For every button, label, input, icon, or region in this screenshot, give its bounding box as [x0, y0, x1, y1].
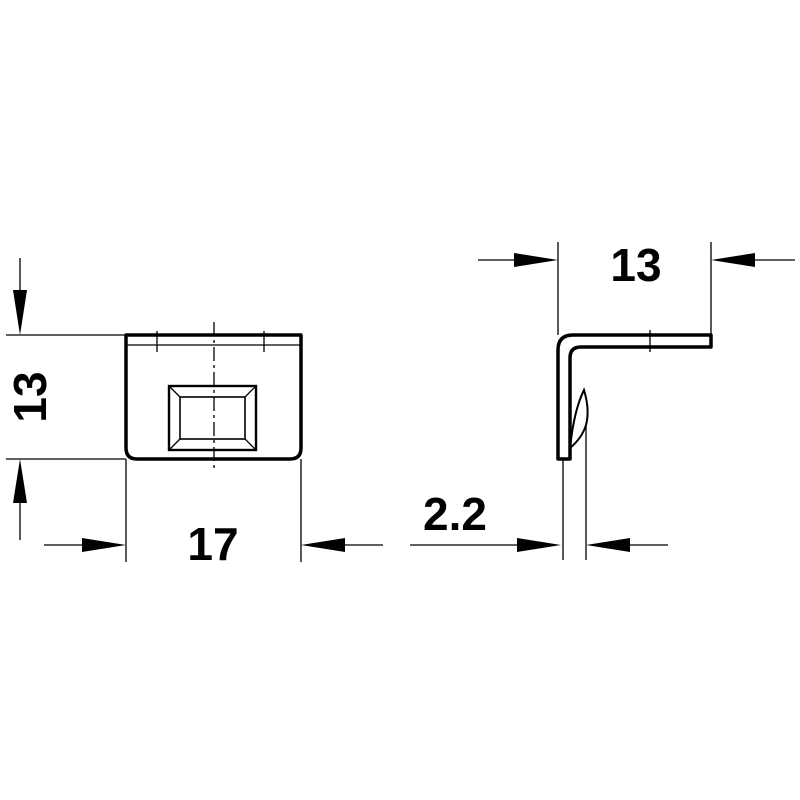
side-profile-outline: [556, 333, 713, 461]
side-view: [556, 330, 713, 461]
front-width-label: 17: [187, 518, 238, 570]
side-thickness-dimension: 2.2: [410, 425, 668, 560]
front-width-dimension: 17: [44, 459, 383, 570]
front-embossed-pad: [167, 384, 258, 452]
arrow-left: [711, 253, 755, 267]
arrow-down: [13, 290, 27, 335]
front-height-label: 13: [4, 371, 56, 422]
arrow-right: [82, 538, 126, 552]
front-view: [124, 322, 303, 470]
arrow-right: [514, 253, 558, 267]
front-height-dimension: 13: [4, 258, 126, 540]
side-bump: [568, 387, 589, 451]
arrow-left: [301, 538, 345, 552]
side-width-dimension: 13: [478, 239, 795, 335]
side-width-label: 13: [610, 239, 661, 291]
side-thickness-label: 2.2: [423, 488, 487, 540]
arrow-left: [586, 538, 630, 552]
arrow-up: [13, 459, 27, 503]
front-bend-marks: [156, 331, 265, 352]
front-plate-outline: [124, 333, 303, 461]
arrow-right: [517, 538, 561, 552]
